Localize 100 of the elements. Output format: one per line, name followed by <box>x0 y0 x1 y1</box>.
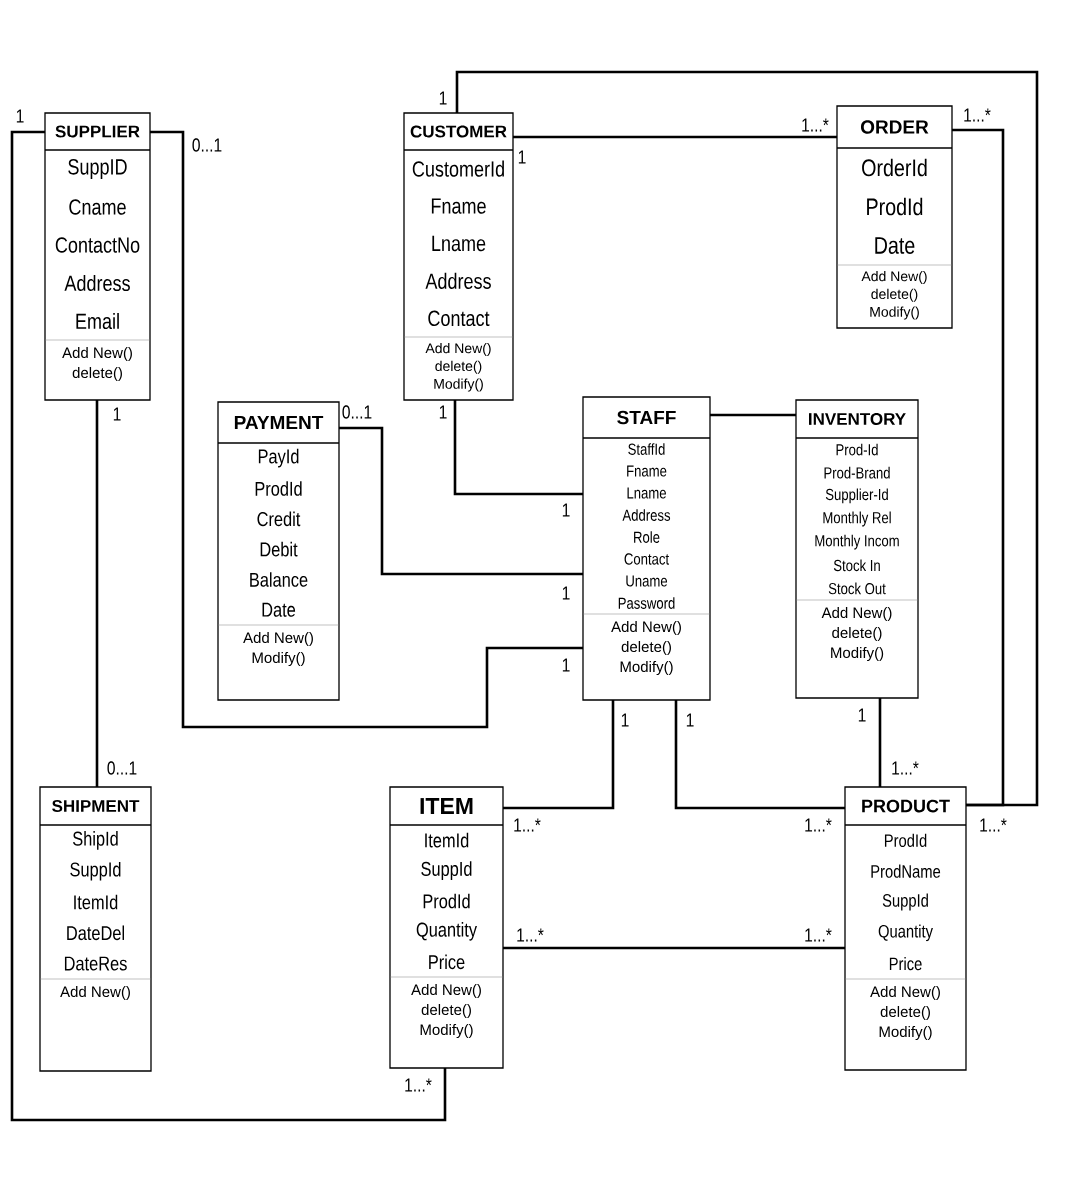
attribute-text: SuppId <box>882 893 928 911</box>
multiplicity-label: 1...* <box>405 1078 432 1092</box>
class-name: INVENTORY <box>809 413 906 426</box>
attribute-text: Lname <box>432 235 486 252</box>
multiplicity-label: 1...* <box>805 818 832 832</box>
attribute-text: Prod-Brand <box>824 466 890 479</box>
association-line <box>952 128 1005 807</box>
method-text: delete() <box>621 641 671 655</box>
multiplicity-label: 1 <box>562 586 570 600</box>
method-text: Modify() <box>879 1026 932 1040</box>
multiplicity-label: 0...1 <box>192 138 222 152</box>
association-line <box>878 698 882 787</box>
method-text: delete() <box>72 367 122 381</box>
multiplicity-label: 1 <box>518 150 526 164</box>
attribute-text: ProdId <box>255 481 302 496</box>
attribute-text: Prod-Id <box>836 443 878 456</box>
class-box <box>389 786 504 1069</box>
class-box <box>582 396 711 701</box>
association-line <box>503 700 615 810</box>
attribute-text: Address <box>425 272 491 289</box>
association-line <box>339 426 583 576</box>
multiplicity-label: 1 <box>621 713 629 727</box>
attribute-text: ShipId <box>73 831 118 850</box>
attribute-text: Balance <box>250 572 308 587</box>
association-line <box>10 130 447 1122</box>
method-text: Add New() <box>411 984 481 998</box>
attribute-text: Quantity <box>878 924 933 942</box>
class-name: ORDER <box>861 120 929 134</box>
association-line <box>674 700 845 810</box>
attribute-text: Contact <box>428 310 490 327</box>
attribute-text: StaffId <box>628 443 665 455</box>
multiplicity-label: 1 <box>562 658 570 672</box>
attribute-text: Supplier-Id <box>825 488 888 504</box>
attribute-text: Fname <box>431 198 486 214</box>
attribute-text: Address <box>622 509 671 521</box>
class-name: CUSTOMER <box>410 125 507 138</box>
multiplicity-label: 0...1 <box>342 405 372 419</box>
class-name: PRODUCT <box>862 799 950 813</box>
method-text: delete() <box>435 360 482 374</box>
association-line <box>455 70 1039 807</box>
attribute-text: ProdName <box>871 864 941 878</box>
attribute-text: ItemId <box>74 894 118 910</box>
method-text: Add New() <box>821 607 892 621</box>
class-name: PAYMENT <box>234 416 324 430</box>
multiplicity-label: 1...* <box>802 118 829 132</box>
multiplicity-label: 1 <box>858 708 866 722</box>
method-text: Modify() <box>831 647 884 661</box>
attribute-text: Monthly Incom <box>815 534 899 550</box>
multiplicity-label: 1...* <box>514 818 541 832</box>
method-text: Add New() <box>611 621 681 635</box>
attribute-text: SuppId <box>70 861 121 881</box>
multiplicity-label: 1...* <box>980 818 1007 832</box>
multiplicity-label: 1...* <box>964 108 991 122</box>
association-line <box>95 400 99 787</box>
class-name: SHIPMENT <box>52 800 140 813</box>
attribute-text: Date <box>262 602 296 617</box>
class-box <box>39 786 152 1072</box>
method-text: Add New() <box>425 342 491 356</box>
attribute-text: Price <box>429 954 465 970</box>
multiplicity-label: 1 <box>562 503 570 517</box>
association-line <box>710 413 796 417</box>
attribute-text: ProdId <box>884 833 927 847</box>
attribute-text: Credit <box>257 511 301 527</box>
method-text: Modify() <box>434 378 483 392</box>
attribute-text: CustomerId <box>412 160 504 177</box>
method-text: Add New() <box>870 986 940 1000</box>
association-line <box>150 130 583 729</box>
attribute-text: Address <box>64 274 130 292</box>
method-text: delete() <box>880 1006 930 1020</box>
attribute-text: Lname <box>627 487 666 499</box>
multiplicity-label: 1 <box>16 109 24 123</box>
attribute-text: Role <box>634 531 660 543</box>
multiplicity-label: 1 <box>113 407 121 421</box>
method-text: Add New() <box>62 347 132 361</box>
attribute-text: Contact <box>624 553 669 565</box>
attribute-text: Fname <box>627 465 667 477</box>
attribute-text: PayId <box>258 448 299 468</box>
multiplicity-label: 1 <box>439 91 447 105</box>
multiplicity-label: 1 <box>439 405 447 419</box>
association-line <box>453 400 583 496</box>
attribute-text: Password <box>618 597 675 609</box>
attribute-text: OrderId <box>862 158 927 177</box>
attribute-text: DateRes <box>64 956 127 971</box>
method-text: Add New() <box>60 986 130 1000</box>
attribute-text: Debit <box>260 541 298 557</box>
class-box <box>844 786 967 1071</box>
class-name: ITEM <box>420 798 473 814</box>
method-text: delete() <box>871 288 918 302</box>
method-text: Add New() <box>243 632 313 646</box>
method-text: delete() <box>421 1004 471 1018</box>
method-text: Modify() <box>252 652 305 666</box>
method-text: Modify() <box>420 1024 473 1038</box>
attribute-text: Price <box>889 957 922 971</box>
method-text: delete() <box>832 627 882 641</box>
attribute-text: Stock In <box>833 559 880 572</box>
multiplicity-label: 1...* <box>805 928 832 942</box>
association-line <box>513 135 837 139</box>
attribute-text: ProdId <box>867 197 923 216</box>
class-name: SUPPLIER <box>55 125 140 138</box>
attribute-text: SuppID <box>68 159 127 179</box>
